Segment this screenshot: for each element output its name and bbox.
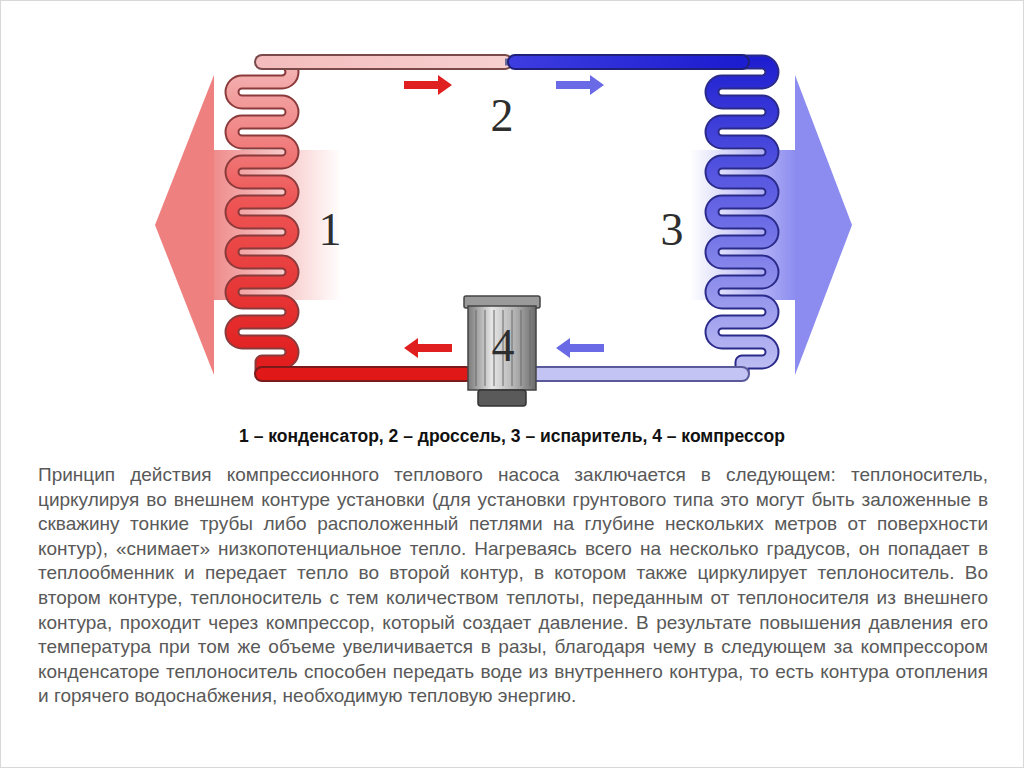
pipe-outline: [262, 54, 505, 70]
flow-arrow: [556, 338, 604, 358]
pipe-bottom-right: [536, 368, 742, 380]
refrigerant-circuit: [232, 62, 772, 374]
callout-number: 3: [661, 207, 684, 253]
pipe-bottom-left: [262, 368, 466, 380]
compressor-rib: [530, 310, 531, 386]
coil-outline: [232, 62, 292, 374]
pipe-outline: [536, 366, 742, 382]
caption: 1 – конденсатор, 2 – дроссель, 3 – испар…: [0, 426, 1024, 447]
coil-outline: [712, 62, 772, 374]
pipe-top-left: [262, 56, 505, 68]
callout-number: 4: [492, 323, 515, 369]
evaporator-coil: [712, 62, 772, 374]
flow-arrow: [404, 75, 452, 95]
condenser-coil: [232, 62, 292, 374]
compressor-rib: [521, 310, 522, 386]
pipe-outline: [515, 54, 742, 70]
pipe-top-right: [515, 56, 742, 68]
compressor-symbol: [464, 296, 540, 406]
flow-arrow: [404, 338, 452, 358]
description-text: Принцип действия компрессионного теплово…: [38, 463, 988, 709]
flow-arrow: [556, 75, 604, 95]
compressor-rib: [476, 310, 477, 386]
pipe-outline: [262, 366, 466, 382]
callout-number: 2: [491, 93, 514, 139]
compressor-rib: [485, 310, 486, 386]
callout-number: 1: [319, 207, 342, 253]
